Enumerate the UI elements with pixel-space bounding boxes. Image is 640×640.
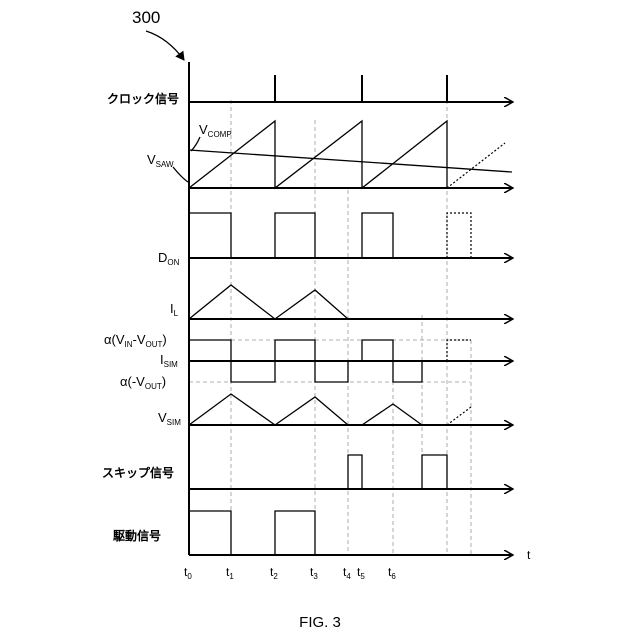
il-waveform xyxy=(189,285,348,319)
vsaw-label: VSAW xyxy=(147,152,174,169)
time-mark-t0: t0 xyxy=(184,565,192,581)
drive-pulse-2 xyxy=(275,511,315,555)
don-pulse-3 xyxy=(362,213,393,258)
skip-label: スキップ信号 xyxy=(102,465,174,480)
time-mark-t3: t3 xyxy=(310,565,318,581)
drive-label: 駆動信号 xyxy=(113,528,161,543)
reference-arrow xyxy=(146,31,184,60)
vcomp-line xyxy=(189,150,512,172)
vsaw-projected xyxy=(447,143,505,188)
time-marks: t0 t1 t2 t3 t4 t5 t6 xyxy=(184,565,396,581)
alpha-neg-vout-label: α(-VOUT) xyxy=(120,374,166,391)
don-pulse-2 xyxy=(275,213,315,258)
figure-caption: FIG. 3 xyxy=(299,614,341,631)
time-mark-t1: t1 xyxy=(226,565,234,581)
time-axis-label: t xyxy=(527,548,531,562)
il-label: IL xyxy=(170,301,179,318)
alpha-vin-vout-label: α(VIN-VOUT) xyxy=(104,332,167,349)
clock-pulses xyxy=(275,75,447,102)
skip-pulse-2 xyxy=(422,455,447,489)
time-mark-t6: t6 xyxy=(388,565,396,581)
skip-pulse-1 xyxy=(348,455,362,489)
time-mark-t4: t4 xyxy=(343,565,351,581)
clock-label: クロック信号 xyxy=(107,91,179,106)
vsim-projected xyxy=(447,407,471,425)
don-pulse-projected xyxy=(447,213,471,258)
time-mark-t5: t5 xyxy=(357,565,365,581)
time-reference-lines xyxy=(189,100,471,555)
vsim-label: VSIM xyxy=(158,410,181,427)
vsim-waveform xyxy=(189,394,422,425)
drive-pulse-1 xyxy=(189,511,231,555)
don-label: DON xyxy=(158,250,180,267)
reference-number: 300 xyxy=(132,8,160,27)
vcomp-label: VCOMP xyxy=(199,122,232,139)
time-mark-t2: t2 xyxy=(270,565,278,581)
isim-projected xyxy=(447,340,471,361)
don-pulse-1 xyxy=(189,213,231,258)
vcomp-leader xyxy=(191,137,200,151)
vsaw-leader xyxy=(173,167,188,182)
isim-label: ISIM xyxy=(160,352,178,369)
